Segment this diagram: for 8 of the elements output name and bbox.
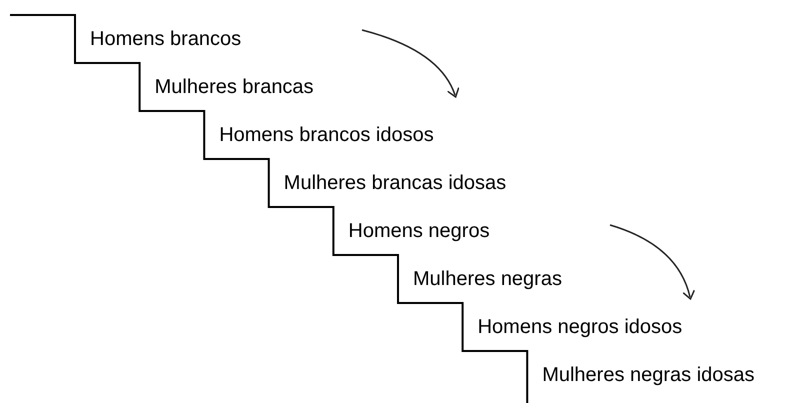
- step-label: Mulheres negras: [413, 269, 562, 289]
- step-label: Mulheres negras idosas: [542, 365, 755, 385]
- step-label: Homens negros idosos: [478, 317, 682, 337]
- step-label: Mulheres brancas idosas: [284, 173, 506, 193]
- step-label: Homens brancos idosos: [219, 125, 434, 145]
- step-label: Homens negros: [348, 221, 490, 241]
- step-label: Mulheres brancas: [154, 77, 314, 97]
- step-label: Homens brancos: [90, 29, 242, 49]
